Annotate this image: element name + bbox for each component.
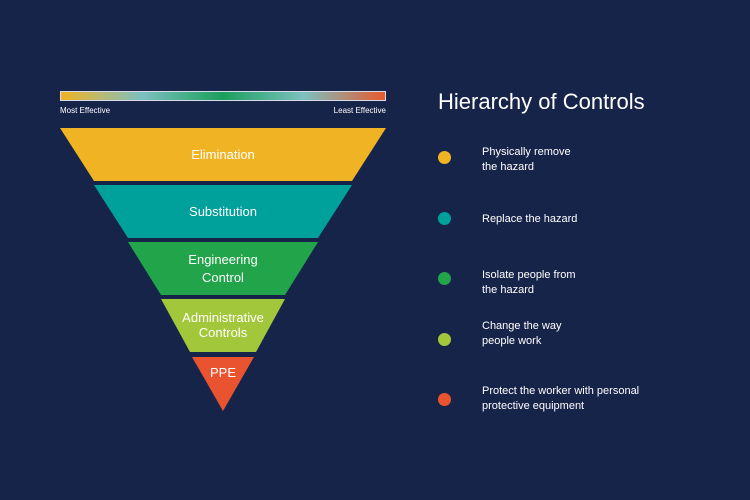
tier-substitution: Substitution xyxy=(94,185,352,238)
tier-substitution-label: Substitution xyxy=(189,204,257,219)
tier-administrative-controls: Administrative Controls xyxy=(161,299,285,352)
legend-text-ppe: Protect the worker with personal protect… xyxy=(482,385,640,412)
tier-engineering-control-label-line1: Engineering xyxy=(188,252,257,267)
tier-elimination-label: Elimination xyxy=(191,147,255,162)
tier-substitution-shape xyxy=(94,185,352,238)
legend-dot-ppe xyxy=(438,393,451,406)
tier-administrative-controls-shape xyxy=(161,299,285,352)
legend-text-engineering-control: Isolate people from the hazard xyxy=(482,269,576,296)
tier-ppe-shape xyxy=(192,357,254,411)
legend-dot-elimination xyxy=(438,151,451,164)
legend-dot-engineering-control xyxy=(438,272,451,285)
tier-elimination: Elimination xyxy=(60,128,386,181)
tier-ppe: PPE xyxy=(192,357,254,411)
legend-text-administrative-controls: Change the way people work xyxy=(482,320,562,347)
tier-administrative-controls-label-line1: Administrative xyxy=(182,310,264,325)
tier-engineering-control-shape xyxy=(128,242,318,295)
tier-engineering-control: Engineering Control xyxy=(128,242,318,295)
legend-text-substitution: Replace the hazard xyxy=(482,213,578,225)
legend-text-elimination: Physically remove the hazard xyxy=(482,146,571,173)
tier-engineering-control-label-line2: Control xyxy=(202,270,244,285)
page-title: Hierarchy of Controls xyxy=(438,89,645,114)
tier-ppe-label: PPE xyxy=(210,365,236,380)
most-effective-label: Most Effective xyxy=(60,106,111,115)
tier-administrative-controls-label-line2: Controls xyxy=(199,325,248,340)
legend-dot-administrative-controls xyxy=(438,333,451,346)
effectiveness-gradient-bar xyxy=(60,91,386,101)
legend-dot-substitution xyxy=(438,212,451,225)
tier-elimination-shape xyxy=(60,128,386,181)
least-effective-label: Least Effective xyxy=(333,106,386,115)
